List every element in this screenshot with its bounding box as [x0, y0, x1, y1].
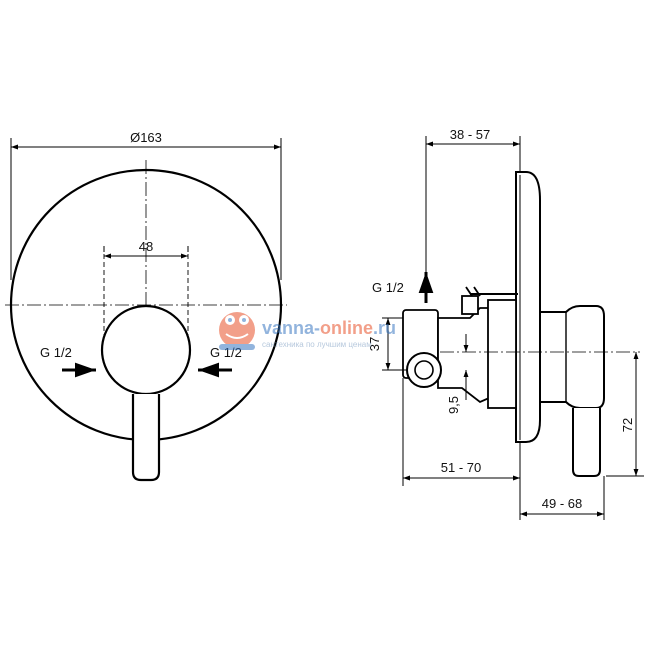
side-valve-body — [402, 286, 517, 409]
dim-72-label: 72 — [620, 418, 635, 432]
dim-diameter-label: Ø163 — [130, 130, 162, 145]
dim-depth-mid — [402, 378, 521, 486]
watermark-tagline: сантехника по лучшим ценам — [262, 340, 372, 349]
dim-depth-mid-label: 51 - 70 — [441, 460, 481, 475]
dim-depth-bottom — [519, 476, 605, 520]
inlet-left-label: G 1/2 — [40, 345, 72, 360]
side-cover-plate — [515, 171, 541, 443]
frog-logo-icon — [219, 312, 255, 350]
watermark-brand-main: vanna- — [262, 318, 320, 338]
watermark-brand-tld: .ru — [373, 318, 396, 338]
dim-37 — [382, 317, 407, 371]
dim-diameter — [10, 138, 282, 280]
dim-depth-bottom-label: 49 - 68 — [542, 496, 582, 511]
side-view: 38 - 57 G 1/2 37 9,5 72 51 - 70 — [367, 127, 644, 520]
watermark-brand-accent: online — [320, 318, 373, 338]
side-lever — [572, 408, 601, 477]
handle-hub — [100, 304, 192, 396]
dim-72 — [606, 352, 644, 477]
watermark: vanna-online.ru сантехника по лучшим цен… — [219, 312, 396, 350]
dim-plate-width-label: 48 — [139, 239, 153, 254]
side-handle-hub — [539, 305, 605, 409]
side-outlet-bore — [414, 360, 434, 380]
dim-plate-width — [103, 246, 189, 259]
dim-37-label: 37 — [367, 337, 382, 351]
outlet-label: G 1/2 — [372, 280, 404, 295]
lever-handle — [131, 394, 161, 482]
dim-9-5-label: 9,5 — [446, 396, 461, 414]
dim-depth-top-label: 38 - 57 — [450, 127, 490, 142]
dim-depth-top — [425, 136, 521, 280]
front-view: Ø163 48 G 1/2 G 1/2 — [5, 130, 287, 482]
watermark-brand: vanna-online.ru — [262, 318, 396, 338]
